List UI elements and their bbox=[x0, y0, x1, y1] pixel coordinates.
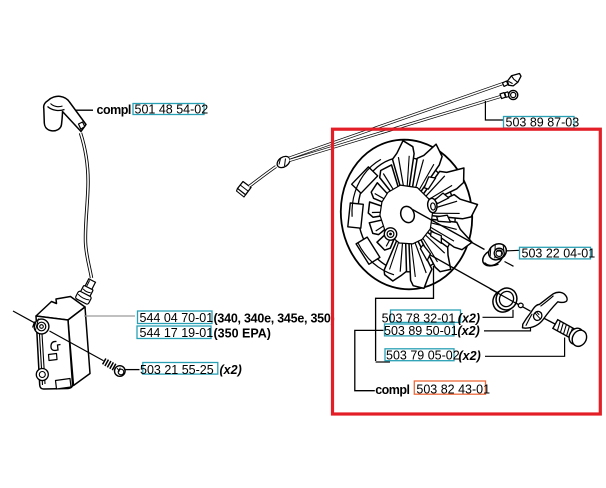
svg-text:(x2): (x2) bbox=[220, 363, 242, 377]
svg-text:503 79 05-02: 503 79 05-02 bbox=[386, 349, 460, 363]
svg-text:(x2): (x2) bbox=[458, 324, 480, 338]
svg-text:compl: compl bbox=[375, 383, 409, 397]
svg-text:503 89 87-03: 503 89 87-03 bbox=[506, 116, 580, 130]
svg-text:501 48 54-02: 501 48 54-02 bbox=[135, 102, 209, 116]
svg-text:compl: compl bbox=[97, 103, 131, 117]
svg-text:544 04 70-01: 544 04 70-01 bbox=[140, 311, 214, 325]
svg-text:(x2): (x2) bbox=[459, 349, 481, 363]
svg-text:503 89 50-01: 503 89 50-01 bbox=[384, 324, 458, 338]
svg-text:503 22 04-01: 503 22 04-01 bbox=[522, 246, 596, 260]
svg-text:503 82 43-01: 503 82 43-01 bbox=[416, 383, 490, 397]
svg-text:(340, 340e, 345e, 350): (340, 340e, 345e, 350) bbox=[214, 311, 335, 325]
svg-text:503 78 32-01: 503 78 32-01 bbox=[382, 311, 456, 325]
svg-text:(350 EPA): (350 EPA) bbox=[214, 326, 271, 340]
svg-text:503 21 55-25: 503 21 55-25 bbox=[140, 363, 214, 377]
svg-text:(x2): (x2) bbox=[458, 312, 480, 326]
svg-text:544 17 19-01: 544 17 19-01 bbox=[140, 326, 214, 340]
